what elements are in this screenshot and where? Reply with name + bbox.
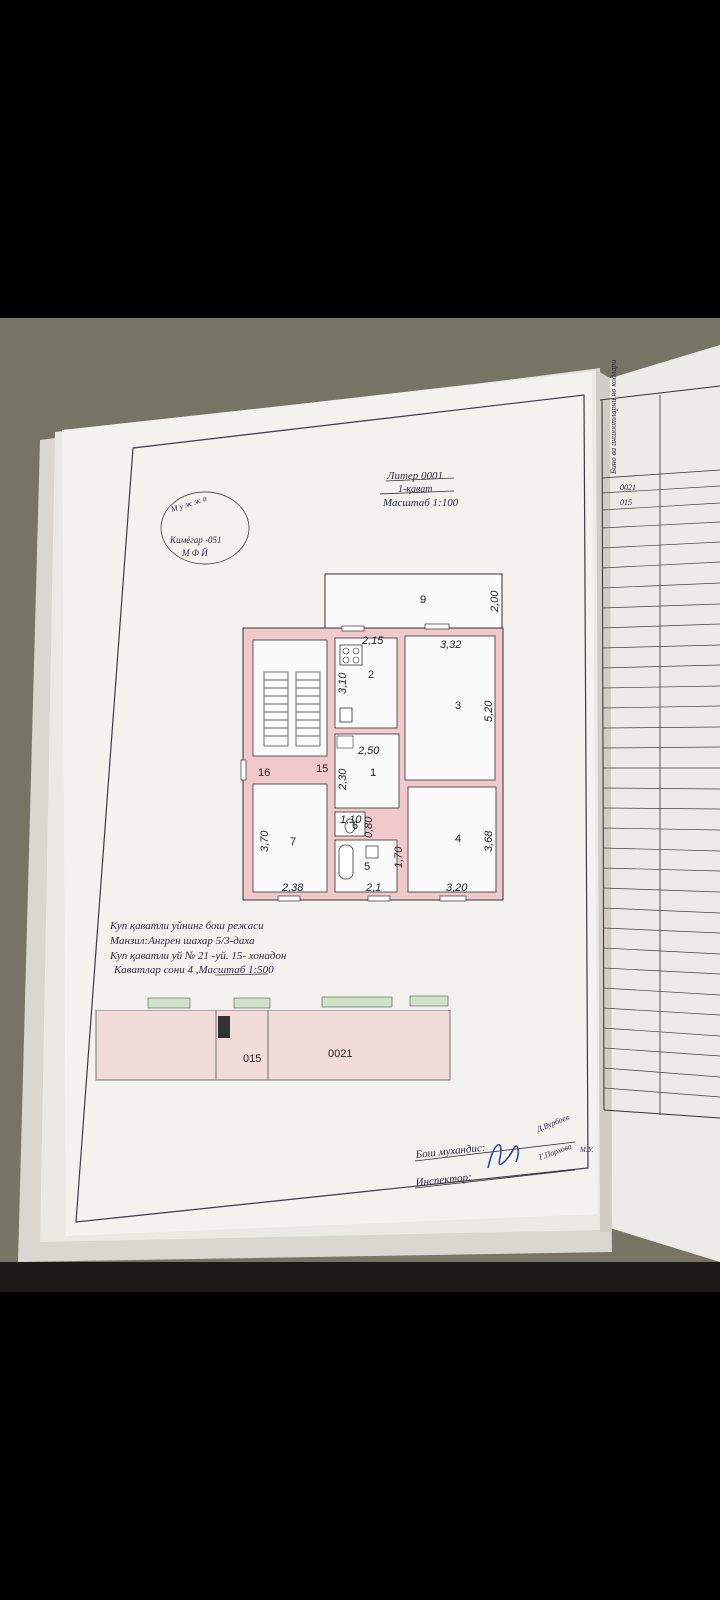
liter-underline — [385, 477, 455, 482]
table-row-lines — [601, 485, 720, 1098]
room-label-5: 5 — [364, 861, 370, 873]
stove-icon — [339, 644, 363, 666]
site-entrance — [218, 1016, 230, 1038]
room-label-15: 15 — [316, 763, 328, 775]
scale-text: Масштаб 1:100 — [382, 497, 459, 509]
right-page — [604, 345, 720, 1262]
dim-2-38: 2,38 — [281, 882, 304, 894]
stamp-circle — [160, 491, 250, 565]
room-label-3: 3 — [455, 700, 461, 712]
info-line-3: Куп қаватли уй № 21 -уй. 15- хонадон — [109, 950, 287, 962]
dim-3-32: 3,32 — [440, 639, 461, 651]
toilet-icon — [344, 818, 356, 834]
room-label-6: 6 — [352, 820, 358, 832]
liter-text: Литер 0001 — [386, 470, 443, 482]
drawing-frame — [75, 394, 589, 1223]
stair-treads — [263, 671, 321, 747]
windows — [240, 623, 467, 902]
closet — [336, 735, 354, 749]
room-label-4: 4 — [455, 833, 461, 845]
dim-2-50: 2,50 — [357, 745, 380, 757]
floor-shadow — [0, 1262, 720, 1292]
site-plan: 015 0021 — [95, 995, 451, 1081]
dim-2-30: 2,30 — [337, 768, 349, 791]
scale-underline — [214, 973, 269, 976]
right-page-table: Бино ва иншоотларни но кодлари 0021 015 — [599, 360, 720, 1119]
dim-3-20: 3,20 — [446, 882, 468, 894]
right-page-code-2: 015 — [620, 498, 632, 507]
site-label-0021: 0021 — [328, 1048, 352, 1060]
dim-1-10: 1,10 — [340, 814, 362, 826]
room-label-1: 1 — [370, 767, 376, 779]
room-7 — [252, 783, 328, 893]
room-label-2: 2 — [368, 669, 374, 681]
dim-3-68: 3,68 — [483, 830, 495, 852]
engineer-line — [414, 1141, 576, 1162]
site-green-2 — [233, 997, 271, 1009]
dim-2-15: 2,15 — [361, 635, 384, 647]
info-line-2: Манзил:Ангрен шахар 5/3-даха — [109, 935, 255, 947]
stair-hall — [252, 639, 328, 757]
balcony-9 — [324, 573, 503, 631]
bathtub-icon — [338, 844, 354, 880]
dim-1-70: 1,70 — [393, 846, 405, 868]
dim-3-10: 3,10 — [337, 672, 349, 694]
info-line-4: Каватлар сони 4 ,Масштаб 1:500 — [113, 964, 274, 976]
site-label-015: 015 — [243, 1053, 261, 1065]
room-label-16: 16 — [258, 767, 270, 779]
room-4 — [407, 786, 497, 893]
dim-5-20: 5,20 — [483, 700, 495, 722]
site-building — [95, 1009, 451, 1081]
right-page-code-1: 0021 — [620, 483, 636, 492]
dim-0-80: 0,80 — [363, 816, 375, 838]
inspector-line — [414, 1169, 576, 1189]
site-green-4 — [409, 995, 449, 1007]
right-page-header: Бино ва иншоотларни но кодлари — [609, 360, 618, 475]
stamp-line2: М Ф Й — [181, 548, 208, 558]
room-label-9: 9 — [420, 594, 426, 606]
stamp-line1: Кимёгар -051 — [169, 535, 221, 545]
washbasin-icon — [365, 845, 379, 859]
dim-3-70: 3,70 — [259, 830, 271, 852]
sink-icon — [339, 707, 353, 723]
dim-2-00: 2,00 — [489, 590, 501, 613]
page-gutter — [596, 370, 612, 1232]
site-green-3 — [321, 996, 393, 1008]
inspector-label: Инспектор: — [414, 1171, 472, 1189]
floor-text: 1-қават — [398, 484, 433, 495]
site-green-1 — [147, 997, 191, 1009]
signature-mark — [487, 1144, 519, 1169]
room-3 — [404, 635, 496, 781]
mark-text: М.У. — [579, 1146, 594, 1154]
room-label-7: 7 — [290, 836, 296, 848]
dim-2-1: 2,1 — [365, 882, 381, 894]
floor-underline — [379, 490, 455, 495]
floor-plan: 9 2 3 1 7 4 6 5 16 15 2,00 2,15 3,32 3,1… — [240, 573, 504, 902]
info-line-1: Куп қаватли уйнинг бош режаси — [109, 920, 264, 932]
